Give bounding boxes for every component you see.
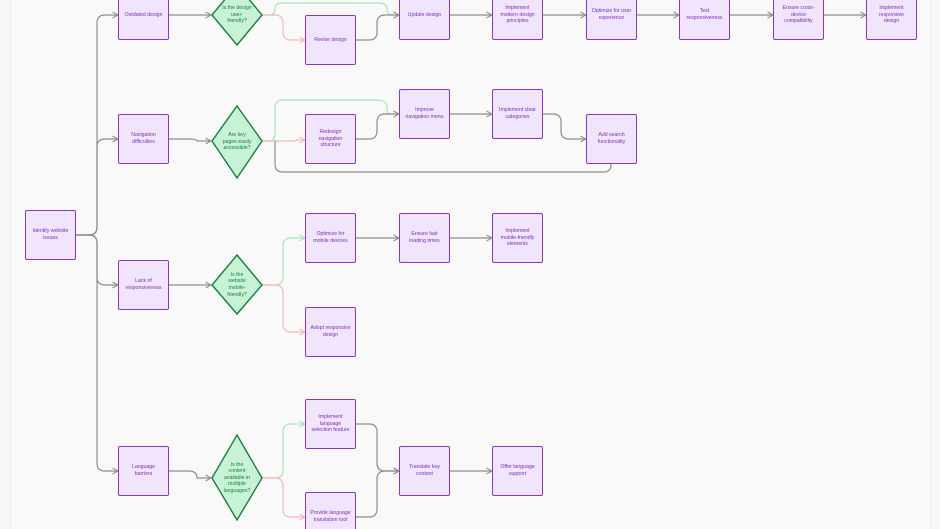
edge-navigation-decision — [169, 137, 213, 145]
edge-revise-update — [356, 11, 401, 41]
node-label: Ensure cross-device compatibility — [782, 5, 815, 25]
node-translate-key-content[interactable]: Translate key content — [399, 446, 450, 496]
node-navigation-difficulties[interactable]: Navigation difficulties — [118, 114, 169, 164]
node-optimize-mobile[interactable]: Optimize for mobile devices — [305, 213, 356, 263]
edge-selection-translate — [356, 423, 401, 475]
edge-redesign-improve — [356, 110, 401, 140]
node-cross-device-compatibility[interactable]: Ensure cross-device compatibility — [773, 0, 824, 40]
node-label: Revise design — [314, 36, 347, 43]
edge-root-outdated — [75, 11, 120, 236]
node-optimize-user-experience[interactable]: Optimize for user experience — [586, 0, 637, 40]
node-update-design[interactable]: Update design — [399, 0, 450, 40]
node-label: Language barriers — [131, 464, 156, 477]
decision-text: Is the website mobile-friendly? — [227, 271, 247, 298]
node-add-search-functionality[interactable]: Add search functionality — [586, 114, 637, 164]
node-label: Improve navigation menu — [405, 107, 444, 120]
decision-label-design: Is the design user-friendly? — [222, 0, 252, 32]
node-label: Adopt responsive design — [310, 325, 351, 338]
node-label: Implement modern design principles — [500, 5, 535, 25]
node-label: Ensure fast loading times — [409, 231, 440, 244]
node-redesign-navigation[interactable]: Redesign navigation structure — [305, 114, 356, 164]
edge-d3-yes — [262, 234, 307, 286]
decision-label-mobile: Is the website mobile-friendly? — [222, 268, 252, 302]
node-clear-categories[interactable]: Implement clear categories — [492, 89, 543, 139]
decision-text: Is the design user-friendly? — [222, 5, 252, 25]
node-label: Add search functionality — [597, 132, 626, 145]
edge-categories-search — [543, 113, 588, 143]
node-test-responsiveness[interactable]: Test responsiveness — [679, 0, 730, 40]
node-label: Provide language translation tool — [310, 510, 351, 523]
node-label: Implement language selection feature — [311, 414, 350, 434]
decision-text: Are key pages easily accessible? — [222, 132, 252, 152]
decision-shape-mobile[interactable] — [211, 253, 263, 316]
decision-label-language: Is the content available in multiple lan… — [223, 455, 251, 501]
edge-d1-yes — [262, 2, 401, 19]
decision-text: Is the content available in multiple lan… — [223, 461, 251, 494]
node-lack-of-responsiveness[interactable]: Lack of responsiveness — [118, 260, 169, 310]
decision-shape-language[interactable] — [211, 433, 263, 522]
edge-tool-translate — [356, 467, 401, 518]
node-revise-design[interactable]: Revise design — [305, 15, 356, 65]
node-label: Redesign navigation structure — [318, 129, 343, 149]
node-language-selection[interactable]: Implement language selection feature — [305, 399, 356, 449]
edge-root-responsiveness — [75, 234, 120, 289]
node-label: Translate key content — [409, 464, 440, 477]
node-adopt-responsive-design[interactable]: Adopt responsive design — [305, 307, 356, 357]
edge-language-decision — [169, 470, 213, 482]
node-label: Implement clear categories — [499, 107, 536, 120]
node-fast-loading-times[interactable]: Ensure fast loading times — [399, 213, 450, 263]
edge-d4-yes — [262, 420, 307, 479]
node-translation-tool[interactable]: Provide language translation tool — [305, 492, 356, 529]
edge-root-language — [75, 234, 120, 475]
node-label: Implement mobile-friendly elements — [500, 228, 535, 248]
edge-d3-no — [262, 284, 307, 336]
node-label: Update design — [407, 11, 442, 18]
node-language-barriers[interactable]: Language barriers — [118, 446, 169, 496]
node-label: Test responsiveness — [686, 8, 723, 21]
edge-root-navigation — [75, 135, 120, 236]
node-modern-design-principles[interactable]: Implement modern design principles — [492, 0, 543, 40]
edge-d1-no — [262, 14, 307, 44]
node-label: Optimize for user experience — [591, 8, 632, 21]
decision-label-navigation: Are key pages easily accessible? — [222, 124, 252, 160]
decision-shape-design[interactable] — [211, 0, 263, 47]
edge-d4-no — [262, 477, 307, 521]
node-label: Implement responsive design — [878, 5, 905, 25]
node-identify-issues[interactable]: Identify website issues — [25, 210, 76, 260]
node-label: Outdated design — [124, 11, 163, 18]
node-improve-navigation-menu[interactable]: Improve navigation menu — [399, 89, 450, 139]
node-implement-responsive-design[interactable]: Implement responsive design — [866, 0, 917, 40]
node-label: Offer language support — [500, 464, 535, 477]
node-outdated-design[interactable]: Outdated design — [118, 0, 169, 40]
node-label: Lack of responsiveness — [125, 278, 162, 291]
diagram-canvas: Is the design user-friendly? Are key pag… — [10, 0, 931, 529]
edge-d2-no — [262, 136, 307, 144]
node-offer-language-support[interactable]: Offer language support — [492, 446, 543, 496]
decision-shape-navigation[interactable] — [211, 104, 263, 180]
node-label: Identify website issues — [32, 228, 69, 241]
node-label: Navigation difficulties — [131, 132, 156, 145]
node-mobile-friendly-elements[interactable]: Implement mobile-friendly elements — [492, 213, 543, 263]
node-label: Optimize for mobile devices — [313, 231, 348, 244]
